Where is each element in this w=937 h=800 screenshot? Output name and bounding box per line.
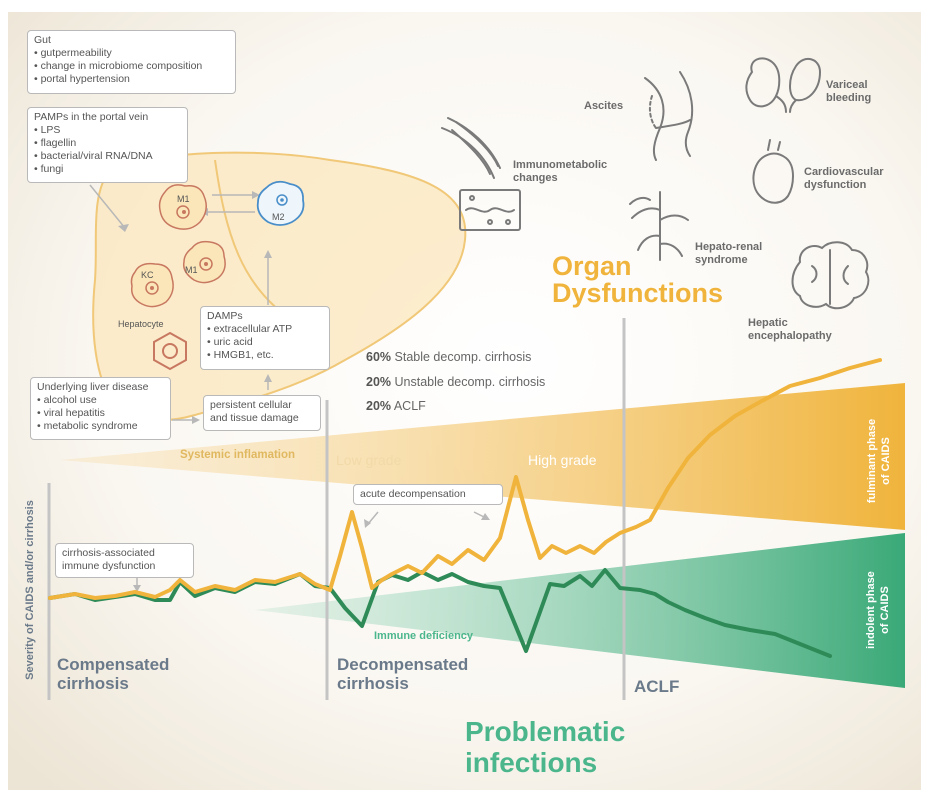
ascites-label: Ascites [584,100,624,112]
stat-unstable: 20% Unstable decomp. cirrhosis [366,375,546,389]
gut-box-item: change in microbiome composition [34,60,229,73]
damps-box-item: HMGB1, etc. [207,349,323,362]
low-grade-label: Low grade [336,452,402,468]
ascites-icon [644,71,694,161]
underlying-box-item: metabolic syndrome [37,420,164,433]
hepatocyte-label: Hepatocyte [118,319,164,329]
pamps-title: PAMPs in the portal vein [34,111,149,123]
kc-cell [130,262,174,308]
gut-box: Gut gutpermeabilitychange in microbiome … [27,30,236,94]
m1-bottom-label: M1 [185,265,198,275]
systemic-inflammation-wedge [60,383,905,530]
brain-icon [791,241,870,310]
immune-dysfunction-line-2: immune dysfunction [62,560,156,572]
gut-box-item: gutpermeability [34,47,229,60]
damps-title: DAMPs [207,310,243,322]
immune-dysfunction-box: cirrhosis-associated immune dysfunction [55,543,194,578]
kidney-vessel-icon [629,191,689,261]
damage-line-2: and tissue damage [210,412,299,424]
heart-icon [752,139,794,204]
systemic-inflammation-curve [48,358,882,600]
pamps-box-item: bacterial/viral RNA/DNA [34,150,181,163]
pamps-box: PAMPs in the portal vein LPSflagellinbac… [27,107,188,183]
tissue-damage-box: persistent cellular and tissue damage [203,395,321,431]
acute-decompensation-text: acute decompensation [360,488,466,500]
underlying-box-item: alcohol use [37,394,164,407]
stat-aclf: 20% ACLF [366,399,426,413]
immune-dysfunction-line-1: cirrhosis-associated [62,547,155,559]
immune-deficiency-label: Immune deficiency [374,630,474,642]
m2-cell [256,180,305,226]
acute-decompensation-box: acute decompensation [353,484,503,505]
hepatocyte-hexagon-icon [153,331,187,371]
stat-stable: 60% Stable decomp. cirrhosis [366,350,532,364]
kc-label: KC [141,270,154,280]
y-axis-label: Severity of CAIDS and/or cirrhosis [24,500,36,680]
aclf-stage-label: ACLF [634,677,680,696]
m1-top-label: M1 [177,194,190,204]
immune-deficiency-wedge [255,533,905,688]
vessel-tissue-icon [459,189,521,231]
variceal-bleeding-icon [745,57,822,113]
m2-label: M2 [272,212,285,222]
m1-cell-bottom [182,240,226,284]
high-grade-label: High grade [528,452,597,468]
damps-box-item: extracellular ATP [207,323,323,336]
damage-line-1: persistent cellular [210,399,292,411]
pamps-box-item: flagellin [34,137,181,150]
systemic-inflammation-label: Systemic inflamation [180,449,296,461]
pamps-box-item: LPS [34,124,181,137]
damps-box: DAMPs extracellular ATPuric acidHMGB1, e… [200,306,330,370]
underlying-box-item: viral hepatitis [37,407,164,420]
damps-box-item: uric acid [207,336,323,349]
gut-box-item: portal hypertension [34,73,229,86]
pamps-box-item: fungi [34,163,181,176]
m1-cell-top [158,184,207,230]
underlying-title: Underlying liver disease [37,381,149,393]
underlying-disease-box: Underlying liver disease alcohol usevira… [30,377,171,440]
immunometabolic-muscle-icon [441,117,501,179]
gut-title: Gut [34,34,51,46]
